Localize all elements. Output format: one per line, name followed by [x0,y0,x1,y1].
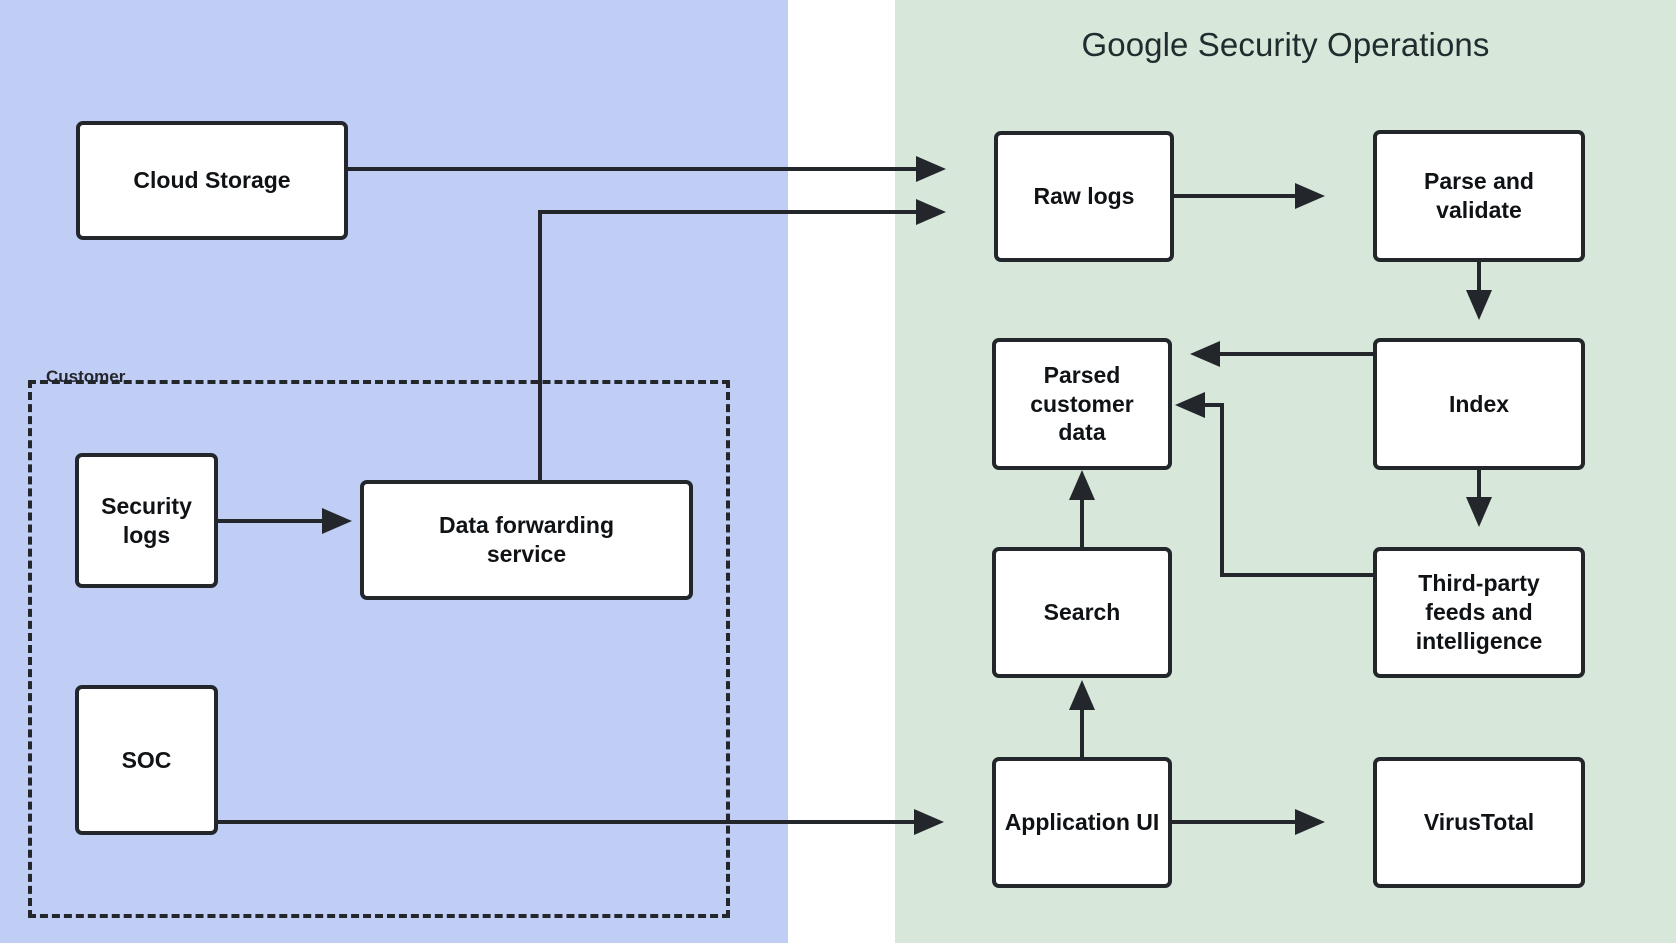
node-virustotal-label: VirusTotal [1423,809,1535,836]
node-soc[interactable]: SOC [75,685,218,835]
node-security-logs[interactable]: Security logs [75,453,218,588]
node-application-ui-label: Application UI [1004,809,1160,836]
node-third-party-label-line1: Third-party [1418,570,1540,597]
node-cloud-storage[interactable]: Cloud Storage [76,121,348,240]
node-third-party-label-line2: feeds and [1425,599,1533,626]
node-security-logs-label-line1: Security [101,492,192,519]
node-parsed-customer-data-label-line3: data [1058,419,1106,446]
node-raw-logs[interactable]: Raw logs [994,131,1174,262]
node-third-party-feeds-and-intelligence-label: Third-party feeds and intelligence [1416,569,1543,656]
node-application-ui[interactable]: Application UI [992,757,1172,888]
node-parse-and-validate-label-line2: validate [1436,197,1522,223]
node-third-party-feeds-and-intelligence[interactable]: Third-party feeds and intelligence [1373,547,1585,678]
node-search-label: Search [1043,599,1121,626]
node-cloud-storage-label: Cloud Storage [133,167,291,194]
node-parse-and-validate-label: Parse and validate [1424,167,1534,225]
node-parse-and-validate-label-line1: Parse and [1424,168,1534,195]
node-virustotal[interactable]: VirusTotal [1373,757,1585,888]
node-parsed-customer-data-label-line1: Parsed [1043,361,1121,388]
node-parse-and-validate[interactable]: Parse and validate [1373,130,1585,262]
node-search[interactable]: Search [992,547,1172,678]
customer-boundary-label: Customer [46,367,126,386]
node-index-label: Index [1448,390,1510,417]
customer-boundary-box [28,380,730,918]
node-security-logs-label-line2: logs [122,521,171,548]
node-security-logs-label: Security logs [101,492,192,550]
node-data-forwarding-service-label: Data forwarding service [439,511,614,569]
node-parsed-customer-data[interactable]: Parsed customer data [992,338,1172,470]
node-data-forwarding-service-label-line2: service [486,541,567,567]
node-parsed-customer-data-label: Parsed customer data [1030,361,1134,448]
node-data-forwarding-service[interactable]: Data forwarding service [360,480,693,600]
node-raw-logs-label: Raw logs [1033,183,1135,210]
node-third-party-label-line3: intelligence [1415,627,1543,654]
google-security-operations-title: Google Security Operations [1081,26,1490,63]
node-data-forwarding-service-label-line1: Data forwarding [438,512,615,539]
node-soc-label: SOC [121,746,172,773]
node-parsed-customer-data-label-line2: customer [1030,390,1134,417]
node-index[interactable]: Index [1373,338,1585,470]
